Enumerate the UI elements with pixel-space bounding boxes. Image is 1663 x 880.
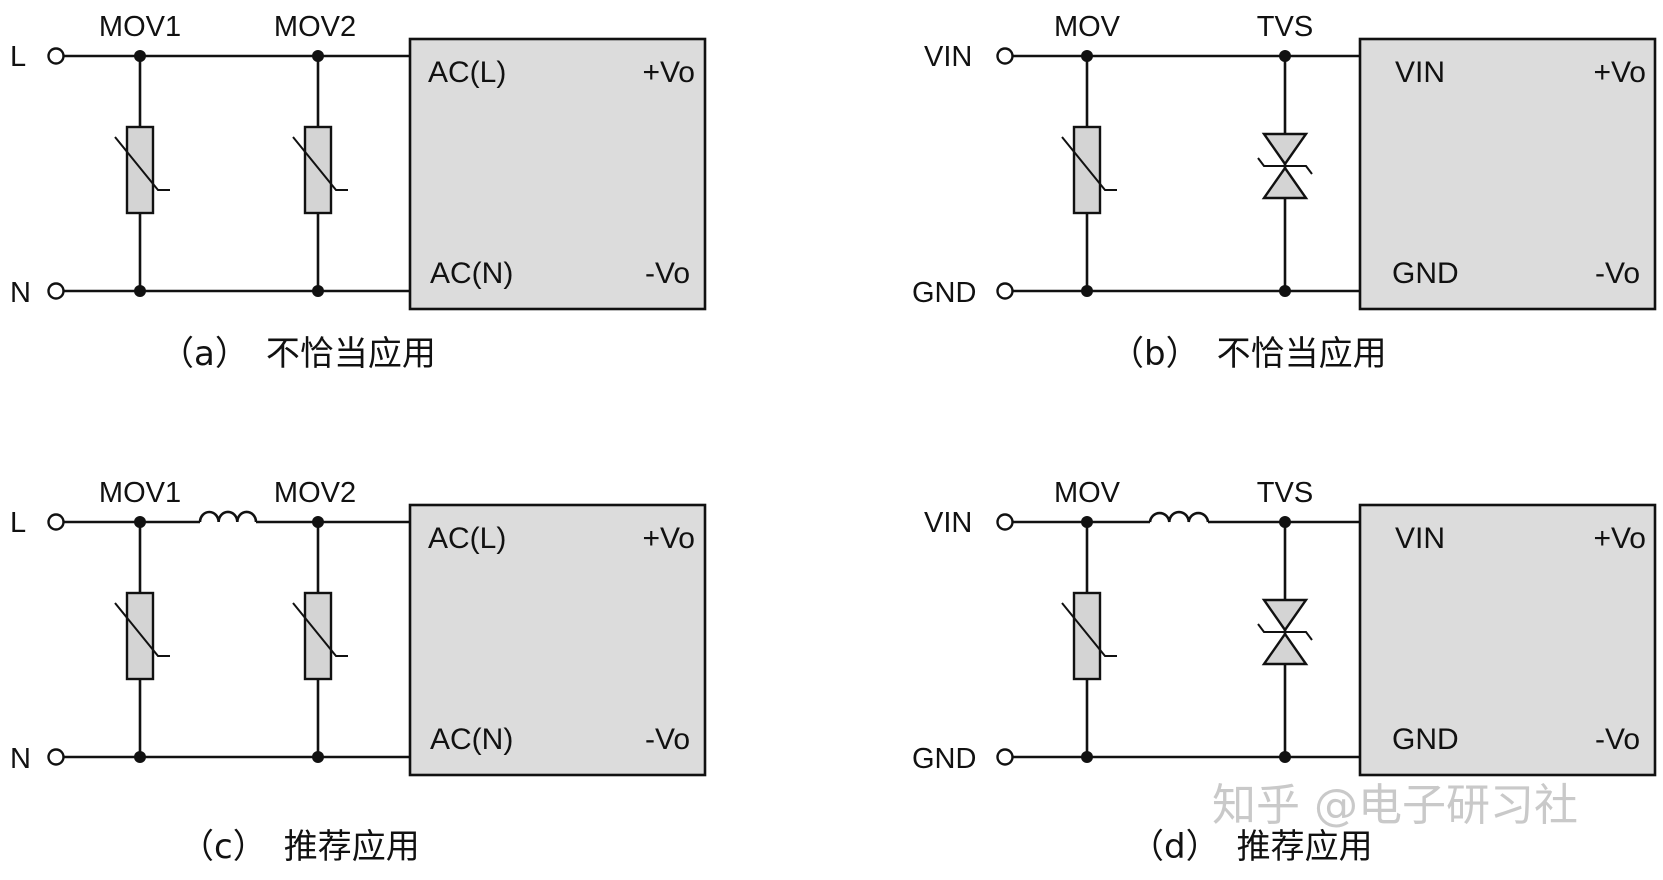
input-terminal-top — [47, 47, 65, 65]
junction-dot — [312, 516, 324, 528]
input-bottom-label: GND — [912, 277, 976, 309]
comp1-label: MOV1 — [99, 477, 181, 509]
input-bottom-label: N — [10, 277, 31, 309]
comp2-label: MOV2 — [274, 477, 356, 509]
module-input-bottom-label: GND — [1392, 257, 1459, 290]
junction-dot — [134, 50, 146, 62]
junction-dot — [1081, 751, 1093, 763]
junction-dot — [1279, 285, 1291, 297]
input-top-label: L — [10, 41, 26, 73]
junction-dot — [312, 50, 324, 62]
module-output-bottom-label: -Vo — [645, 723, 690, 756]
junction-dot — [1279, 751, 1291, 763]
panel-caption: （b） 不恰当应用 — [1110, 334, 1387, 374]
varistor-symbol-1 — [114, 125, 170, 215]
power-module-block — [408, 37, 707, 311]
power-module-block — [408, 503, 707, 777]
tvs-diode-symbol — [1257, 598, 1313, 666]
inductor-symbol — [1148, 510, 1210, 523]
watermark-text: 知乎 @电子研习社 — [1212, 780, 1578, 831]
panel-caption: （a） 不恰当应用 — [160, 334, 436, 374]
varistor-symbol — [1061, 125, 1117, 215]
junction-dot — [1081, 50, 1093, 62]
input-terminal-bottom — [47, 282, 65, 300]
module-output-top-label: +Vo — [642, 522, 695, 555]
module-output-bottom-label: -Vo — [645, 257, 690, 290]
comp1-label: MOV — [1054, 11, 1121, 43]
varistor-symbol-1 — [114, 591, 170, 681]
comp2-label: TVS — [1257, 477, 1313, 509]
module-output-top-label: +Vo — [642, 56, 695, 89]
junction-dot — [134, 516, 146, 528]
varistor-symbol — [1061, 591, 1117, 681]
input-bottom-label: N — [10, 743, 31, 775]
module-input-top-label: AC(L) — [428, 56, 506, 89]
input-top-label: VIN — [924, 507, 972, 539]
module-output-top-label: +Vo — [1593, 56, 1646, 89]
comp1-label: MOV — [1054, 477, 1121, 509]
input-terminal-bottom — [996, 748, 1014, 766]
junction-dot — [1081, 285, 1093, 297]
junction-dot — [1279, 516, 1291, 528]
input-terminal-top — [47, 513, 65, 531]
module-input-top-label: VIN — [1395, 522, 1445, 555]
panel-caption: （c） 推荐应用 — [180, 827, 420, 867]
junction-dot — [1279, 50, 1291, 62]
input-top-label: VIN — [924, 41, 972, 73]
module-input-bottom-label: AC(N) — [430, 723, 513, 756]
panel-a: L N MOV1 MOV2 AC(L) AC(N) +Vo -Vo （a） 不恰… — [10, 11, 707, 374]
module-input-top-label: VIN — [1395, 56, 1445, 89]
module-output-bottom-label: -Vo — [1595, 723, 1640, 756]
comp2-label: TVS — [1257, 11, 1313, 43]
input-terminal-top — [996, 513, 1014, 531]
module-output-bottom-label: -Vo — [1595, 257, 1640, 290]
comp1-label: MOV1 — [99, 11, 181, 43]
varistor-symbol-2 — [292, 591, 348, 681]
module-input-top-label: AC(L) — [428, 522, 506, 555]
module-input-bottom-label: GND — [1392, 723, 1459, 756]
junction-dot — [312, 751, 324, 763]
module-input-bottom-label: AC(N) — [430, 257, 513, 290]
junction-dot — [134, 751, 146, 763]
input-terminal-bottom — [996, 282, 1014, 300]
junction-dot — [312, 285, 324, 297]
power-module-block — [1358, 37, 1657, 311]
input-terminal-top — [996, 47, 1014, 65]
panel-c: L N MOV1 MOV2 AC(L) AC(N) +Vo -Vo （c） 推荐… — [10, 477, 707, 867]
panel-d: VIN GND MOV TVS VIN GND +Vo -Vo （d） 推荐应用 — [912, 477, 1657, 867]
input-terminal-bottom — [47, 748, 65, 766]
junction-dot — [134, 285, 146, 297]
module-output-top-label: +Vo — [1593, 522, 1646, 555]
tvs-diode-symbol — [1257, 132, 1313, 200]
power-module-block — [1358, 503, 1657, 777]
input-bottom-label: GND — [912, 743, 976, 775]
junction-dot — [1081, 516, 1093, 528]
comp2-label: MOV2 — [274, 11, 356, 43]
inductor-symbol — [198, 510, 258, 523]
input-top-label: L — [10, 507, 26, 539]
panel-b: VIN GND MOV TVS VIN GND +Vo -Vo （b） 不恰当应… — [912, 11, 1657, 374]
panel-caption: （d） 推荐应用 — [1130, 827, 1373, 867]
varistor-symbol-2 — [292, 125, 348, 215]
